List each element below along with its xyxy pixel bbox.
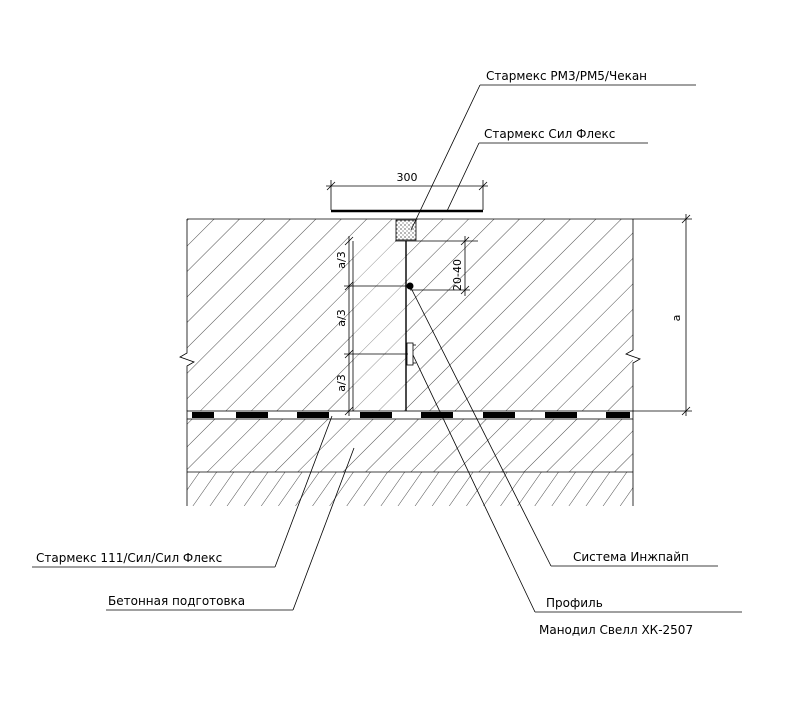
label-membrane: Стармекс 111/Сил/Сил Флекс bbox=[36, 551, 222, 565]
dim-third-2: а/3 bbox=[335, 309, 348, 326]
soil bbox=[186, 472, 634, 506]
leader-profile: Профиль Манодил Свелл ХК-2507 bbox=[412, 354, 742, 637]
dim-300: 300 bbox=[326, 171, 488, 210]
label-inject-system: Система Инжпайп bbox=[573, 550, 689, 564]
waterproof-membrane bbox=[186, 410, 634, 420]
leader-concrete-base: Бетонная подготовка bbox=[106, 447, 355, 611]
label-sealant-flex: Стармекс Сил Флекс bbox=[484, 127, 615, 141]
label-concrete-base: Бетонная подготовка bbox=[108, 594, 245, 608]
joint-zone bbox=[352, 240, 478, 411]
label-profile-title: Профиль bbox=[546, 596, 603, 610]
sealant-plug bbox=[395, 219, 417, 241]
dim-a-text: а bbox=[670, 315, 683, 322]
leader-sealant-top: Стармекс РМ3/РМ5/Чекан bbox=[410, 69, 696, 231]
concrete-base bbox=[186, 419, 634, 473]
dim-300-text: 300 bbox=[397, 171, 418, 184]
label-profile-name: Манодил Свелл ХК-2507 bbox=[539, 623, 693, 637]
dim-20-40: 20-40 bbox=[410, 236, 470, 296]
dim-20-40-text: 20-40 bbox=[451, 259, 464, 291]
leader-inject-system: Система Инжпайп bbox=[409, 285, 718, 567]
dim-thirds: а/3 а/3 а/3 bbox=[335, 236, 410, 416]
leader-sealant-flex: Стармекс Сил Флекс bbox=[446, 127, 648, 212]
concrete-slab bbox=[179, 218, 641, 411]
leader-membrane: Стармекс 111/Сил/Сил Флекс bbox=[32, 415, 333, 568]
dim-third-3: а/3 bbox=[335, 374, 348, 391]
dim-a: а bbox=[633, 214, 692, 416]
label-sealant-top: Стармекс РМ3/РМ5/Чекан bbox=[486, 69, 647, 83]
dim-third-1: а/3 bbox=[335, 251, 348, 268]
